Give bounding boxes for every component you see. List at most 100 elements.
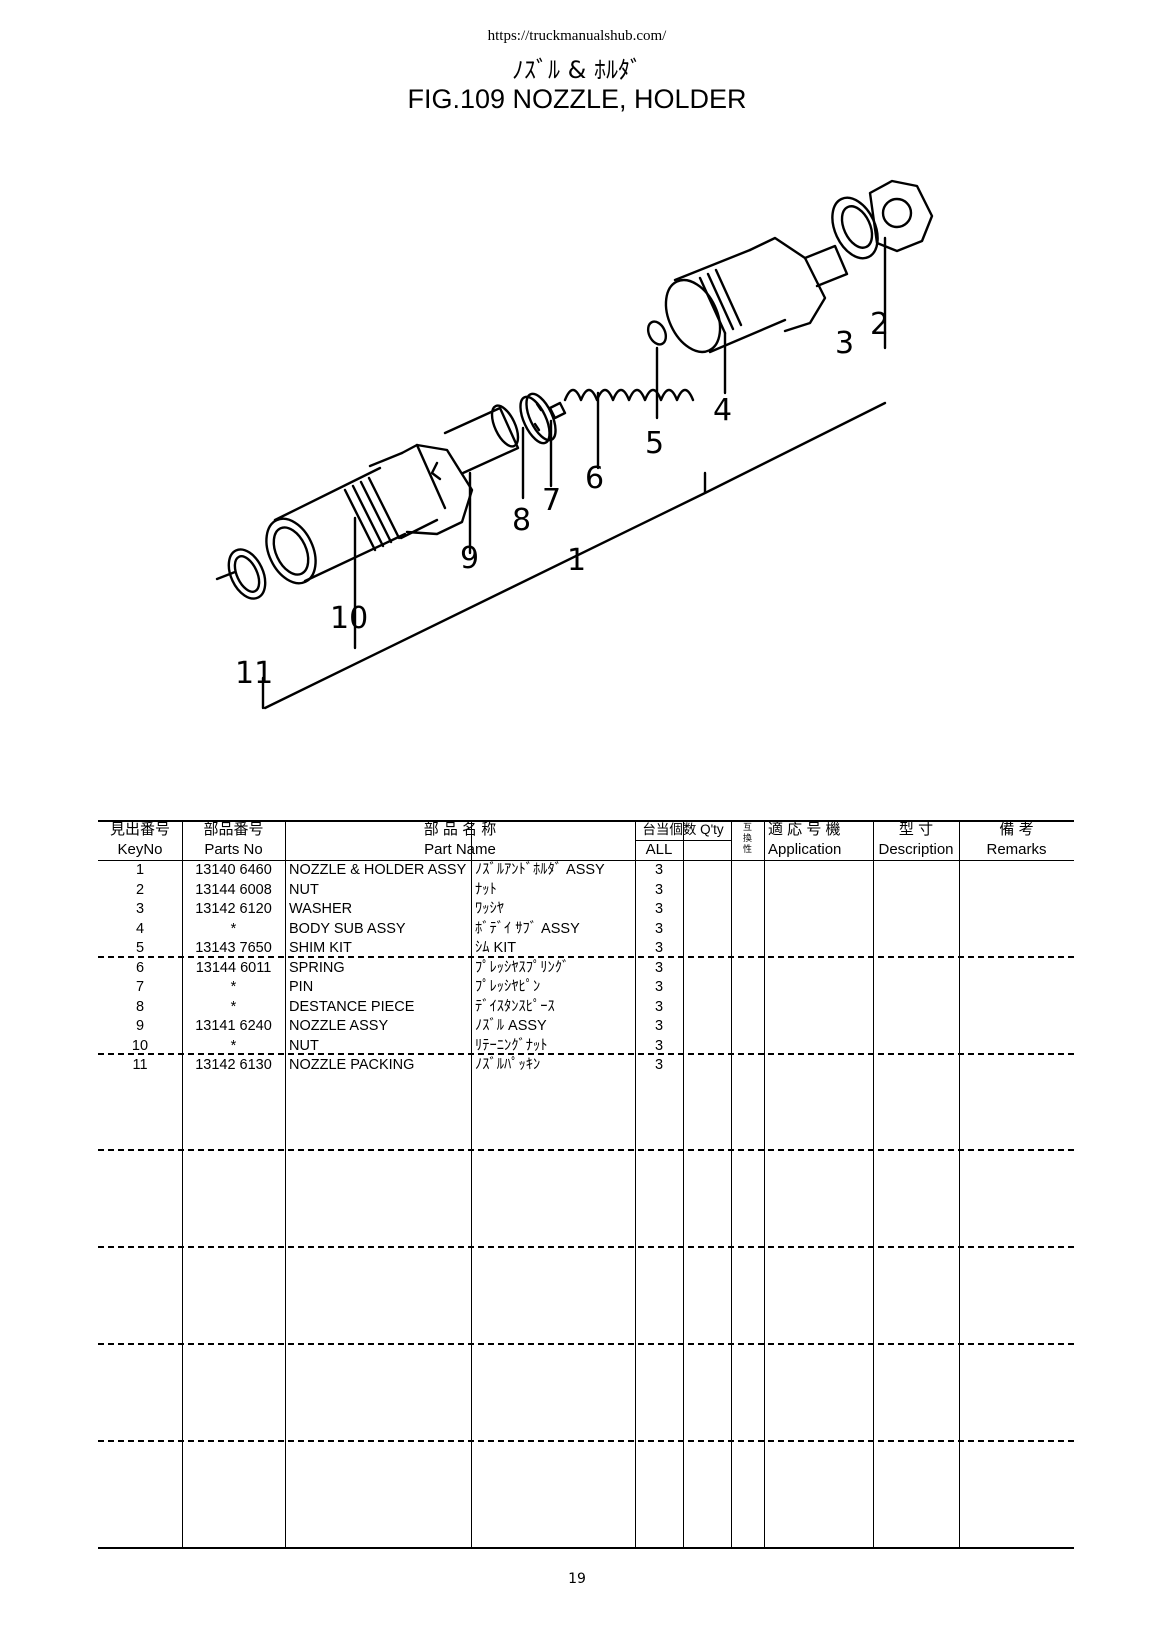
part-no: 13143 7650 — [195, 940, 272, 956]
key-no: 10 — [131, 1037, 149, 1054]
part-name: NUT — [289, 881, 319, 898]
source-url[interactable]: https://truckmanualshub.com/ — [487, 28, 667, 44]
key-no: 4 — [135, 920, 145, 937]
nozzle-packing-part — [227, 548, 267, 600]
part-name: DESTANCE PIECE — [289, 998, 415, 1015]
part-name-jp: ﾉｽﾞﾙｱﾝﾄﾞﾎﾙﾀﾞ ASSY — [475, 862, 605, 878]
callout-4: 4 — [713, 393, 732, 428]
qty: 3 — [654, 881, 664, 898]
part-no: 13142 6130 — [195, 1057, 272, 1073]
body-sub-assy-part — [664, 236, 849, 354]
table-row: 7 * PIN ﾌﾟﾚｯｼﾔﾋﾟﾝ 3 — [98, 978, 1074, 998]
shim-part — [646, 320, 668, 346]
part-name: SPRING — [289, 959, 345, 976]
page-number: 19 — [568, 1571, 586, 1587]
callout-8: 8 — [512, 503, 531, 538]
header-desc-jp: 型 寸 — [898, 821, 934, 838]
table-row: 6 13144 6011 SPRING ﾌﾟﾚｯｼﾔｽﾌﾟﾘﾝｸﾞ 3 — [98, 959, 1074, 979]
callout-7: 7 — [542, 483, 561, 518]
part-name: WASHER — [289, 901, 353, 917]
header-interchange: 互 換 性 — [742, 822, 752, 854]
part-name-jp: ﾌﾟﾚｯｼﾔｽﾌﾟﾘﾝｸﾞ — [475, 959, 570, 976]
qty: 3 — [654, 940, 664, 956]
part-name: NOZZLE ASSY — [289, 1018, 389, 1034]
table-row: 10 * NUT ﾘﾃｰﾆﾝｸﾞﾅｯﾄ 3 — [98, 1037, 1074, 1057]
spring-part — [563, 388, 695, 402]
part-name: PIN — [289, 979, 314, 995]
table-row: 8 * DESTANCE PIECE ﾃﾞｲｽﾀﾝｽﾋﾟｰｽ 3 — [98, 998, 1074, 1018]
table-row: 3 13142 6120 WASHER ﾜｯｼﾔ 3 — [98, 900, 1074, 920]
qty: 3 — [654, 998, 664, 1015]
callout-9: 9 — [460, 541, 479, 576]
part-no: 13142 6120 — [195, 901, 272, 917]
header-rem-jp: 備 考 — [999, 821, 1034, 838]
key-no: 1 — [135, 862, 145, 878]
header-parts-jp: 部品番号 — [203, 821, 264, 838]
part-name-jp: ﾉｽﾞﾙ ASSY — [475, 1018, 547, 1034]
table-row: 11 13142 6130 NOZZLE PACKING ﾉｽﾞﾙﾊﾟｯｷﾝ 3 — [98, 1056, 1074, 1076]
exploded-parts-diagram: 11 10 9 8 7 6 1 5 4 3 2 — [215, 179, 934, 710]
part-name-jp: ﾉｽﾞﾙﾊﾟｯｷﾝ — [475, 1057, 541, 1073]
qty: 3 — [654, 1018, 664, 1034]
key-no: 2 — [135, 881, 145, 898]
part-name-jp: ﾃﾞｲｽﾀﾝｽﾋﾟｰｽ — [475, 998, 555, 1015]
header-name-jp: 部 品 名 称 — [423, 821, 497, 838]
header-app-jp: 適 応 号 機 — [768, 821, 841, 838]
key-no: 9 — [135, 1018, 145, 1034]
part-no: * — [230, 979, 237, 995]
washer-part — [831, 196, 879, 260]
part-name: NOZZLE PACKING — [289, 1057, 415, 1073]
header-qty-jp: 台当個数 Q'ty — [642, 822, 724, 837]
parts-table: 見出番号 KeyNo 部品番号 Parts No 部 品 名 称 Part Na… — [98, 820, 1074, 1550]
key-no: 11 — [132, 1057, 148, 1073]
key-no: 6 — [135, 959, 145, 976]
part-name-jp: ﾎﾞﾃﾞｲ ｻﾌﾞ ASSY — [475, 920, 580, 937]
retaining-nut-part — [265, 443, 474, 585]
callout-2: 2 — [870, 307, 889, 342]
header-key-en: KeyNo — [117, 841, 163, 858]
table-row: 4 * BODY SUB ASSY ﾎﾞﾃﾞｲ ｻﾌﾞ ASSY 3 — [98, 920, 1074, 940]
qty: 3 — [654, 979, 664, 995]
key-no: 5 — [135, 940, 145, 956]
callout-5: 5 — [645, 426, 664, 461]
header-desc-en: Description — [878, 841, 954, 858]
callout-10: 10 — [330, 601, 368, 636]
part-name-jp: ｼﾑ KIT — [475, 940, 517, 956]
qty: 3 — [654, 862, 664, 878]
part-no: 13141 6240 — [195, 1018, 272, 1034]
callout-1: 1 — [567, 543, 586, 578]
part-no: 13144 6011 — [195, 959, 272, 976]
qty: 3 — [654, 920, 664, 937]
pressure-pin-part — [548, 401, 567, 420]
part-no: * — [230, 998, 237, 1015]
key-no: 7 — [135, 979, 145, 995]
qty: 3 — [654, 1037, 664, 1054]
table-row: 2 13144 6008 NUT ﾅｯﾄ 3 — [98, 881, 1074, 901]
page-title: FIG.109 NOZZLE, HOLDER — [407, 84, 747, 114]
table-row: 1 13140 6460 NOZZLE & HOLDER ASSY ﾉｽﾞﾙｱﾝ… — [98, 861, 1074, 881]
qty: 3 — [654, 901, 664, 917]
header-name-en: Part Name — [424, 841, 496, 858]
part-no: * — [230, 920, 237, 937]
callout-3: 3 — [835, 326, 854, 361]
callout-6: 6 — [585, 461, 604, 496]
part-name: NOZZLE & HOLDER ASSY — [289, 862, 467, 878]
hex-nut-part — [868, 179, 934, 253]
part-name-jp: ﾜｯｼﾔ — [475, 901, 504, 917]
key-no: 3 — [135, 901, 145, 917]
part-name: BODY SUB ASSY — [289, 920, 406, 937]
table-row: 5 13143 7650 SHIM KIT ｼﾑ KIT 3 — [98, 939, 1074, 959]
part-name: NUT — [289, 1037, 319, 1054]
table-row: 9 13141 6240 NOZZLE ASSY ﾉｽﾞﾙ ASSY 3 — [98, 1017, 1074, 1037]
header-rem-en: Remarks — [986, 841, 1047, 858]
title-japanese: ﾉｽﾞﾙ & ﾎﾙﾀﾞ — [512, 56, 642, 84]
part-no: 13140 6460 — [195, 862, 272, 878]
header-qty-all: ALL — [645, 841, 673, 858]
part-name-jp: ﾘﾃｰﾆﾝｸﾞﾅｯﾄ — [475, 1037, 548, 1054]
qty: 3 — [654, 959, 664, 976]
part-name: SHIM KIT — [289, 940, 352, 956]
header-key-jp: 見出番号 — [109, 821, 170, 838]
part-name-jp: ﾅｯﾄ — [475, 881, 497, 898]
callout-11: 11 — [235, 656, 273, 691]
qty: 3 — [654, 1057, 664, 1073]
